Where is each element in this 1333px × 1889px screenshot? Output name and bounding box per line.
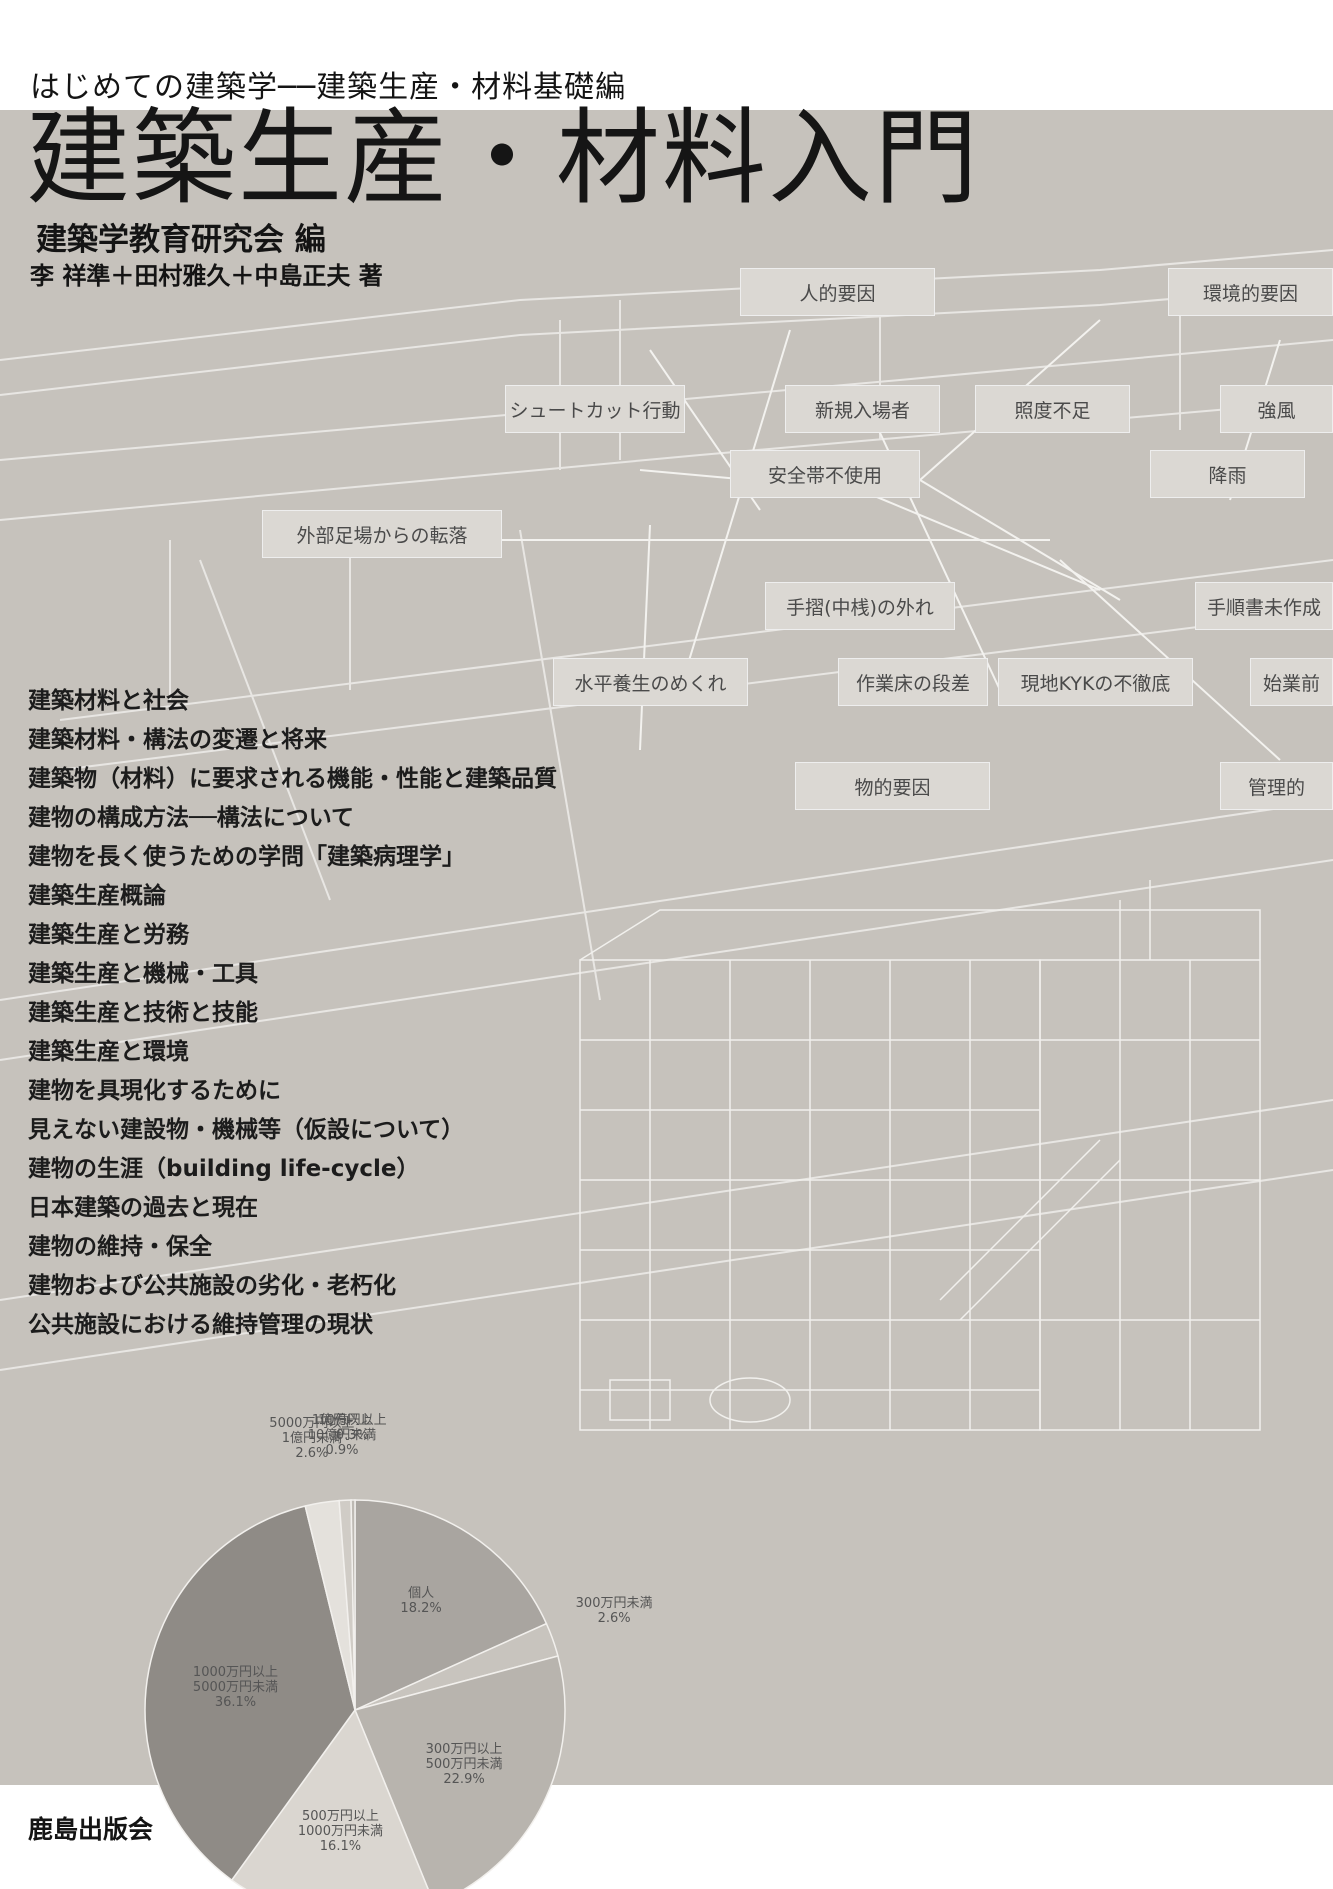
diagram-factor: 照度不足 — [975, 385, 1130, 433]
diagram-factor: シュートカット行動 — [505, 385, 685, 433]
contents-item: 建物を具現化するために — [28, 1078, 281, 1104]
contents-list: 建築材料と社会建築材料・構法の変遷と将来建築物（材料）に要求される機能・性能と建… — [28, 682, 557, 1345]
diagram-factor: 手摺(中桟)の外れ — [765, 582, 955, 630]
pie-slice-label: 5000万円以上 1億円未満 2.6% — [269, 1416, 355, 1462]
contents-item: 建築生産と環境 — [28, 1039, 189, 1065]
diagram-factor: 安全帯不使用 — [730, 450, 920, 498]
publisher-name: 鹿島出版会 — [28, 1815, 154, 1844]
pie-slice-label: 500万円以上 1000万円未満 16.1% — [297, 1808, 383, 1854]
pie-slice-label: 10億円以上 0.3% — [318, 1413, 387, 1443]
diagram-factor: 始業前 — [1250, 658, 1333, 706]
contents-item: 建物および公共施設の劣化・老朽化 — [28, 1273, 396, 1299]
diagram-category-material: 物的要因 — [795, 762, 990, 810]
pie-slice-label: 300万円未満 2.6% — [575, 1595, 653, 1626]
pie-slice-label: 個人 18.2% — [400, 1585, 442, 1616]
diagram-factor: 降雨 — [1150, 450, 1305, 498]
diagram-factor: 強風 — [1220, 385, 1333, 433]
diagram-category-human: 人的要因 — [740, 268, 935, 316]
contents-item: 建築物（材料）に要求される機能・性能と建築品質 — [28, 766, 557, 792]
pie-slice — [230, 1708, 429, 1889]
contents-item: 建物の構成方法──構法について — [28, 805, 355, 831]
diagram-factor: 現地KYKの不徹底 — [998, 658, 1193, 706]
contents-item: 建物を長く使うための学問「建築病理学」 — [28, 844, 465, 870]
contents-item: 公共施設における維持管理の現状 — [28, 1312, 373, 1338]
contents-item: 建築生産と労務 — [28, 922, 189, 948]
contents-item: 建築生産と技術と技能 — [28, 1000, 258, 1026]
author-credit: 李 祥準＋田村雅久＋中島正夫 著 — [30, 262, 383, 290]
pie-slice — [350, 1499, 356, 1711]
series-title: はじめての建築学──建築生産・材料基礎編 — [30, 70, 627, 105]
diagram-category-management: 管理的 — [1220, 762, 1333, 810]
contents-item: 建築生産概論 — [28, 883, 166, 909]
pie-slice-label: 1000万円以上 5000万円未満 36.1% — [192, 1664, 279, 1710]
diagram-factor: 水平養生のめくれ — [553, 658, 748, 706]
pie-slice — [144, 1505, 356, 1882]
contents-item: 建物の維持・保全 — [28, 1234, 212, 1260]
editor-credit: 建築学教育研究会 編 — [36, 222, 326, 258]
pie-slice-label: 1億円以上 10億円未満 0.9% — [307, 1413, 377, 1459]
pie-slice — [354, 1499, 548, 1712]
diagram-factor: 作業床の段差 — [838, 658, 988, 706]
diagram-factor: 外部足場からの転落 — [262, 510, 502, 558]
contents-item: 建築材料と社会 — [28, 688, 189, 714]
pie-chart — [144, 1499, 566, 1889]
contents-item: 日本建築の過去と現在 — [28, 1195, 258, 1221]
diagram-factor: 新規入場者 — [785, 385, 940, 433]
book-title: 建築生産・材料入門 — [26, 97, 981, 219]
contents-item: 建築材料・構法の変遷と将来 — [28, 727, 327, 753]
contents-item: 建築生産と機械・工具 — [28, 961, 258, 987]
pie-slice-label: 300万円以上 500万円未満 22.9% — [425, 1742, 503, 1788]
diagram-factor: 手順書未作成 — [1195, 582, 1333, 630]
diagram-category-environment: 環境的要因 — [1168, 268, 1333, 316]
contents-item: 見えない建設物・機械等（仮設について） — [28, 1117, 465, 1143]
contents-item: 建物の生涯（building life-cycle） — [28, 1156, 420, 1182]
